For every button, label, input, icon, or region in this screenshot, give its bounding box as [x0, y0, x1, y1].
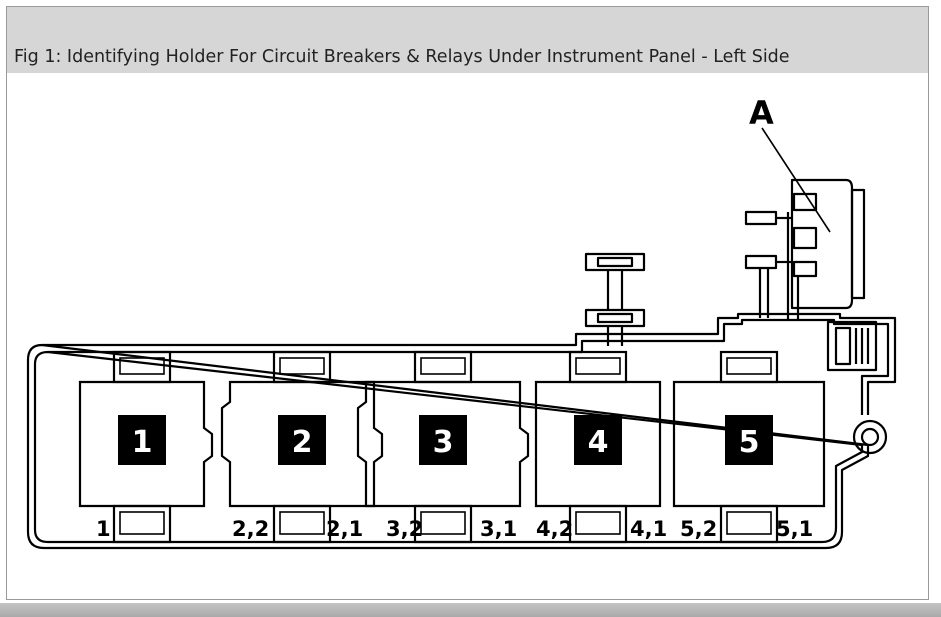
position-number: 5	[739, 425, 760, 460]
terminal-label: 5,2	[680, 517, 717, 541]
bottom-latch-tab	[112, 504, 172, 544]
top-latch-tab	[112, 350, 172, 384]
bottom-latch-tab	[413, 504, 473, 544]
bottom-latch-tab	[719, 504, 779, 544]
relay-position-5: 5 5,2 5,1	[672, 350, 826, 544]
top-latch-tab	[272, 350, 332, 384]
relay-position-2: 2 2,2 2,1	[220, 350, 384, 544]
position-number-badge	[419, 415, 467, 465]
bottom-latch-slot	[726, 511, 772, 535]
window-bottom-bar	[0, 603, 941, 617]
terminal-label: 3,1	[480, 517, 517, 541]
position-number: 1	[132, 425, 153, 460]
top-latch-slot	[726, 357, 772, 375]
terminal-label: 4,1	[630, 517, 667, 541]
top-latch-tab	[568, 350, 628, 384]
top-latch-slot	[420, 357, 466, 375]
side-clip	[826, 320, 878, 372]
position-number-badge	[574, 415, 622, 465]
position-number: 2	[292, 425, 313, 460]
figure-frame: Fig 1: Identifying Holder For Circuit Br…	[6, 6, 929, 600]
position-number-badge	[278, 415, 326, 465]
relay-position-4: 4 4,2 4,1	[534, 350, 667, 544]
figure-caption: Fig 1: Identifying Holder For Circuit Br…	[14, 47, 790, 67]
bottom-latch-tab	[272, 504, 332, 544]
top-latch-tab	[719, 350, 779, 384]
bottom-latch-slot	[279, 511, 325, 535]
component-a	[744, 178, 866, 320]
callout-leader-line	[761, 127, 831, 233]
position-number: 3	[433, 425, 454, 460]
top-latch-slot	[575, 357, 621, 375]
top-latch-slot	[279, 357, 325, 375]
bottom-latch-slot	[420, 511, 466, 535]
bottom-latch-slot	[575, 511, 621, 535]
relay-position-1: 11	[78, 350, 214, 544]
plug-connector	[584, 252, 646, 346]
caption-bar: Fig 1: Identifying Holder For Circuit Br…	[7, 7, 928, 73]
position-number-badge	[725, 415, 773, 465]
relay-position-3: 3 3,2 3,1	[356, 350, 530, 544]
terminal-label: 2,1	[326, 517, 363, 541]
bottom-latch-tab	[568, 504, 628, 544]
terminal-label: 1	[96, 517, 111, 541]
terminal-label: 4,2	[536, 517, 573, 541]
holder-outline	[26, 312, 897, 550]
terminal-label: 3,2	[386, 517, 423, 541]
position-number-badge	[118, 415, 166, 465]
holder-inner-outline	[33, 318, 890, 544]
terminal-label: 5,1	[776, 517, 813, 541]
top-latch-slot	[119, 357, 165, 375]
callout-label-a: A	[749, 94, 774, 132]
terminal-label: 2,2	[232, 517, 269, 541]
top-latch-tab	[413, 350, 473, 384]
mounting-eye	[852, 419, 888, 455]
bottom-latch-slot	[119, 511, 165, 535]
position-number: 4	[588, 425, 609, 460]
relay-socket-body	[356, 380, 530, 508]
